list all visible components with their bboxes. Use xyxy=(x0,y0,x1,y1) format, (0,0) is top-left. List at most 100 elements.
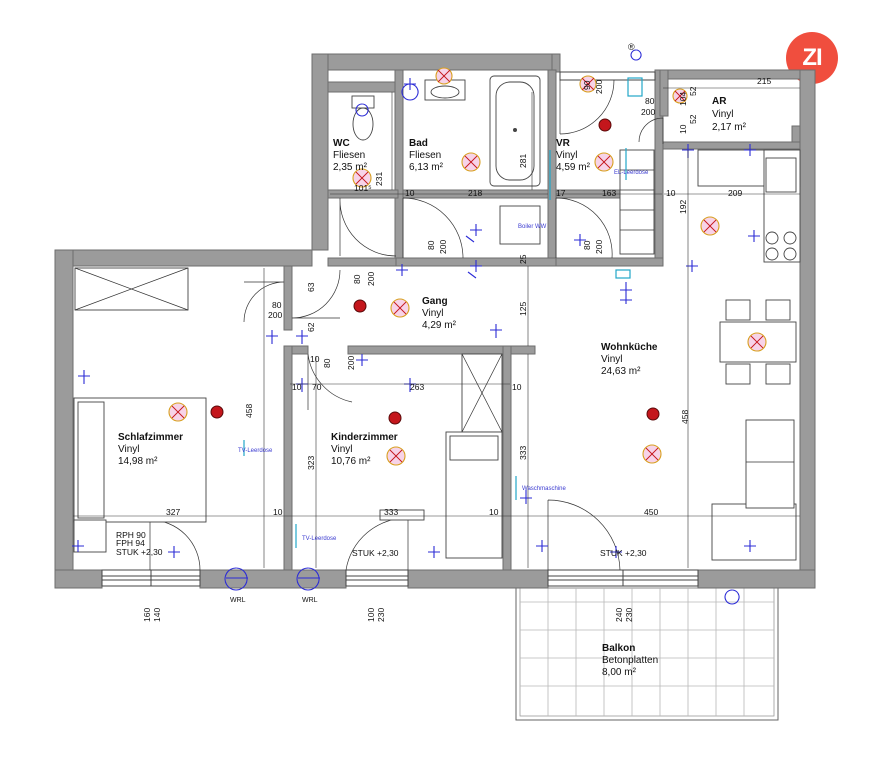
smoke-detectors xyxy=(210,118,660,425)
light-wc-top xyxy=(435,67,453,85)
dim-200d: 200 xyxy=(594,240,604,254)
balkon-area xyxy=(515,587,779,721)
registered-mark: ® xyxy=(628,42,635,52)
dim-10h: 10 xyxy=(489,507,499,517)
dim-230b: 230 xyxy=(624,608,634,622)
dim-281: 281 xyxy=(518,154,528,168)
note-wrl-1: WRL xyxy=(230,597,246,604)
dim-104: 104 xyxy=(678,92,688,106)
dim-240: 240 xyxy=(614,608,624,622)
room-bad-area: 6,13 m² xyxy=(409,162,444,173)
room-balkon-floor: Betonplatten xyxy=(602,655,658,666)
room-schlafzimmer-floor: Vinyl xyxy=(118,444,140,455)
dim-80d: 80 xyxy=(352,274,362,284)
room-vr-area: 4,59 m² xyxy=(556,162,591,173)
dim-458a: 458 xyxy=(244,404,254,418)
note-stuk-2: STUK +2,30 xyxy=(352,548,399,558)
room-wohnkueche-area: 24,63 m² xyxy=(601,366,641,377)
dim-10d: 10 xyxy=(310,354,320,364)
dim-10e: 10 xyxy=(292,382,302,392)
light-gang xyxy=(390,298,410,318)
note-stuk-3: STUK +2,30 xyxy=(600,548,647,558)
light-wc xyxy=(352,168,372,188)
room-gang: Gang Vinyl 4,29 m² xyxy=(422,296,457,331)
room-bad-floor: Fliesen xyxy=(409,150,441,161)
dim-80b: 80 xyxy=(426,240,436,250)
room-schlafzimmer: Schlafzimmer Vinyl 14,98 m² xyxy=(118,432,183,467)
dim-192: 192 xyxy=(678,200,688,214)
room-ar-name: AR xyxy=(712,96,727,107)
note-rph: RPH 90 xyxy=(116,530,146,540)
dim-230a: 230 xyxy=(376,608,386,622)
dim-323: 323 xyxy=(306,456,316,470)
room-bad-name: Bad xyxy=(409,138,428,149)
room-kinderzimmer-area: 10,76 m² xyxy=(331,456,371,467)
dim-17: 17 xyxy=(556,188,566,198)
logo-text: ZI xyxy=(802,44,822,71)
room-kinderzimmer-floor: Vinyl xyxy=(331,444,353,455)
dim-215: 215 xyxy=(757,76,771,86)
light-bad xyxy=(461,152,481,172)
room-wc-name: WC xyxy=(333,138,350,149)
room-wohnkueche-floor: Vinyl xyxy=(601,354,623,365)
room-gang-area: 4,29 m² xyxy=(422,320,457,331)
dim-10f: 10 xyxy=(512,382,522,392)
room-balkon-area: 8,00 m² xyxy=(602,667,637,678)
dim-200a: 200 xyxy=(594,80,604,94)
cyan-symbols xyxy=(243,77,643,548)
room-wohnkueche: Wohnküche Vinyl 24,63 m² xyxy=(601,342,658,377)
room-ar-area: 2,17 m² xyxy=(712,122,747,133)
dim-52a: 52 xyxy=(688,86,698,96)
light-kinderzimmer xyxy=(386,446,406,466)
walls xyxy=(54,53,816,589)
note-fph: FPH 94 xyxy=(116,538,145,548)
room-wohnkueche-name: Wohnküche xyxy=(601,342,658,353)
dim-200g: 200 xyxy=(346,356,356,370)
dim-209: 209 xyxy=(728,188,742,198)
dim-25: 25 xyxy=(518,254,528,264)
room-schlafzimmer-name: Schlafzimmer xyxy=(118,432,183,443)
room-wc-floor: Fliesen xyxy=(333,150,365,161)
note-stuk-1: STUK +2,30 xyxy=(116,547,163,557)
dim-160: 160 xyxy=(142,608,152,622)
light-dining xyxy=(747,332,767,352)
dim-10a: 10 xyxy=(678,124,688,134)
note-wrl-2: WRL xyxy=(302,597,318,604)
room-wc: WC Fliesen 2,35 m² xyxy=(333,138,368,173)
dim-333a: 333 xyxy=(518,446,528,460)
room-schlafzimmer-area: 14,98 m² xyxy=(118,456,158,467)
room-vr-floor: Vinyl xyxy=(556,150,578,161)
light-vr-top xyxy=(579,75,597,93)
dim-163: 163 xyxy=(602,188,616,198)
dim-80e: 80 xyxy=(272,300,282,310)
dimension-texts: 215 52 104 52 10 90 200 80 200 231 281 1… xyxy=(142,76,771,622)
notes: RPH 90 FPH 94 STUK +2,30 STUK +2,30 STUK… xyxy=(116,42,649,604)
door-swings xyxy=(149,79,664,571)
dim-10b: 10 xyxy=(405,188,415,198)
room-gang-name: Gang xyxy=(422,296,448,307)
dim-52b: 52 xyxy=(688,114,698,124)
light-vr xyxy=(594,152,614,172)
dim-10g: 10 xyxy=(273,507,283,517)
dim-200f: 200 xyxy=(268,310,282,320)
dim-231: 231 xyxy=(374,172,384,186)
dim-327: 327 xyxy=(166,507,180,517)
dim-333b: 333 xyxy=(384,507,398,517)
dim-200b: 200 xyxy=(641,107,655,117)
room-vr-name: VR xyxy=(556,138,571,149)
dim-200c: 200 xyxy=(438,240,448,254)
dim-80a: 80 xyxy=(645,96,655,106)
light-ar xyxy=(672,88,688,104)
dim-63: 63 xyxy=(306,282,316,292)
room-kinderzimmer: Kinderzimmer Vinyl 10,76 m² xyxy=(331,432,398,467)
dim-100: 100 xyxy=(366,608,376,622)
note-wasch: Waschmaschine xyxy=(522,486,566,492)
room-balkon: Balkon Betonplatten 8,00 m² xyxy=(602,643,658,678)
dim-218: 218 xyxy=(468,188,482,198)
dim-200e: 200 xyxy=(366,272,376,286)
light-kitchen xyxy=(700,216,720,236)
light-schlafzimmer xyxy=(168,402,188,422)
dim-450: 450 xyxy=(644,507,658,517)
light-living xyxy=(642,444,662,464)
